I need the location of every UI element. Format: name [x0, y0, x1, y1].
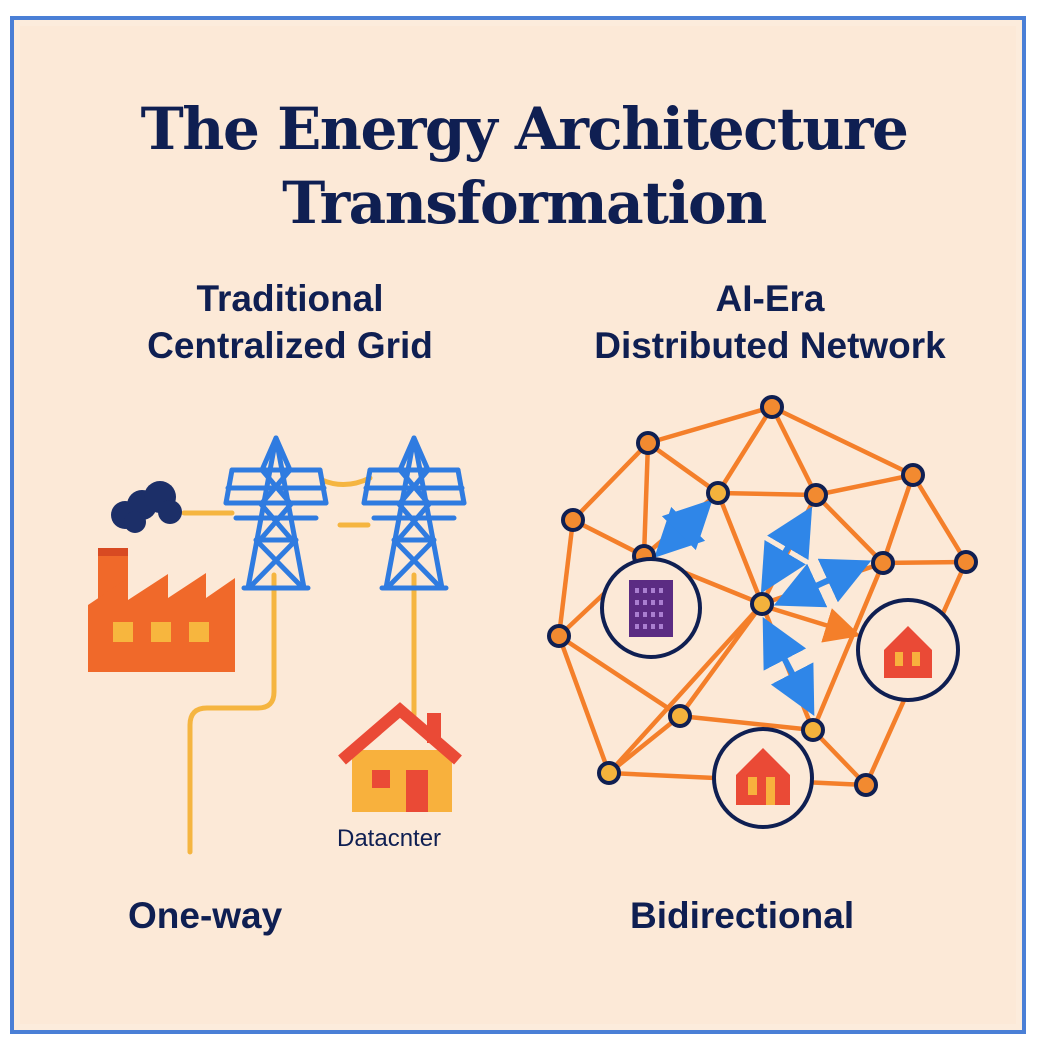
one-way-label: One-way [128, 895, 283, 936]
house-icon [338, 702, 462, 812]
power-wires [181, 475, 417, 855]
network-node [954, 550, 978, 574]
transmission-tower-icon [223, 435, 329, 591]
network-edge [556, 633, 683, 719]
network-edge [813, 472, 916, 498]
network-node [804, 483, 828, 507]
network-node [901, 463, 925, 487]
title-line-2: Transformation [282, 169, 767, 237]
network-edge [556, 517, 576, 639]
bidirectional-label: Bidirectional [630, 895, 855, 936]
network-node [760, 395, 784, 419]
network-node [706, 481, 730, 505]
network-node [547, 624, 571, 648]
title-line-1: The Energy Architecture [140, 95, 909, 163]
home-node [712, 727, 814, 829]
network-node [561, 508, 585, 532]
left-heading: Traditional Centralized Grid [90, 275, 490, 369]
network-node [668, 704, 692, 728]
smoke-icon [111, 481, 182, 533]
network-edge [645, 440, 721, 496]
network-edge [880, 559, 969, 566]
network-edge [606, 601, 765, 776]
home-node [856, 598, 960, 702]
network-edge [880, 472, 916, 566]
datacenter-node [600, 557, 702, 659]
network-node [636, 431, 660, 455]
network-node [750, 592, 774, 616]
network-edge [645, 404, 775, 446]
network-edge [606, 713, 683, 776]
network-edge [810, 727, 869, 788]
network-edge [570, 440, 651, 523]
network-edge [677, 713, 816, 733]
network-edge [769, 404, 916, 478]
network-edge [677, 601, 765, 719]
left-heading-line-1: Traditional [196, 278, 384, 319]
network-edge [715, 490, 765, 607]
right-heading: AI-Era Distributed Network [545, 275, 995, 369]
network-edge [813, 492, 886, 566]
network-node [801, 718, 825, 742]
network-nodes [547, 395, 978, 797]
network-node [871, 551, 895, 575]
datacenter-label: Datacnter [337, 825, 442, 852]
network-edge [715, 490, 819, 498]
network-node [854, 773, 878, 797]
diagram-frame [10, 16, 1026, 1034]
network-edge [641, 440, 651, 559]
network-edge [769, 404, 819, 498]
diagram-background [20, 26, 1016, 1024]
network-edge [641, 490, 721, 559]
transmission-tower-icon [361, 435, 467, 591]
right-heading-line-1: AI-Era [715, 278, 825, 319]
house-icon [884, 626, 932, 678]
network-node [597, 761, 621, 785]
flow-arrow [769, 605, 861, 643]
right-heading-line-2: Distributed Network [594, 325, 946, 366]
network-edge [715, 404, 775, 496]
datacenter-building-icon [629, 580, 673, 637]
network-edge [556, 633, 612, 776]
page-title: The Energy Architecture Transformation [0, 92, 1048, 240]
factory-icon [88, 548, 235, 672]
network-edge [910, 472, 969, 565]
house-icon [736, 748, 790, 805]
left-heading-line-2: Centralized Grid [147, 325, 433, 366]
network-edge [570, 517, 647, 559]
bidirectional-arrow-icon [654, 499, 872, 716]
